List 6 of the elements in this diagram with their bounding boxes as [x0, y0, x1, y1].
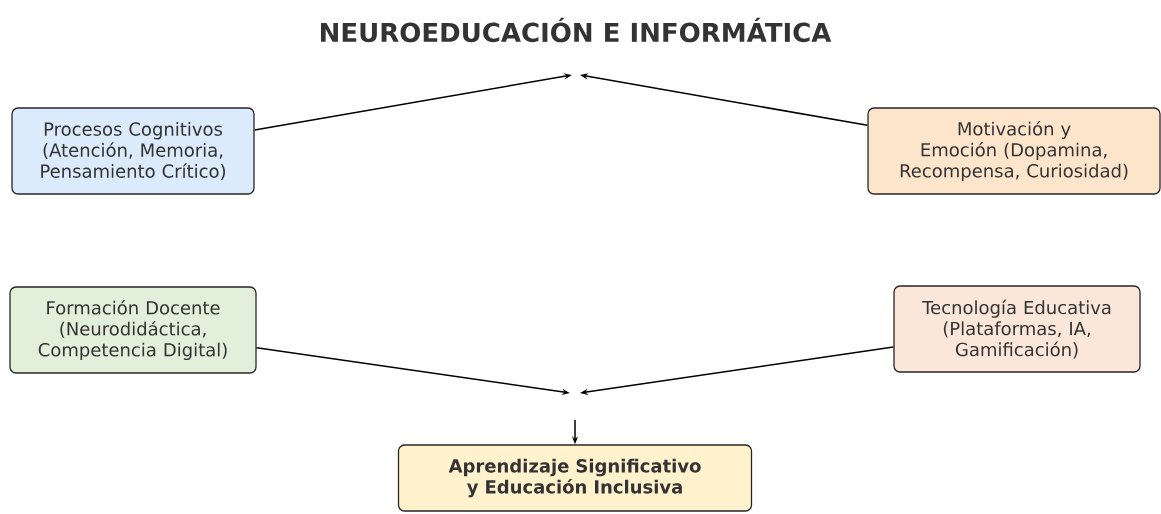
concept-box: Formación Docente (Neurodidáctica, Competencia Digital)	[9, 286, 257, 374]
concept-box: Motivación y Emoción (Dopamina, Recompensa, Curiosidad)	[867, 107, 1161, 195]
concept-box: Aprendizaje Significativo y Educación Inclusiva	[397, 444, 753, 512]
concept-box: Procesos Cognitivos (Atención, Memoria, Pensamiento Crítico)	[11, 107, 255, 195]
concept-box: Tecnología Educativa (Plataformas, IA, Gamificación)	[893, 285, 1141, 373]
title: NEUROEDUCACIÓN E INFORMÁTICA	[321, 17, 832, 43]
